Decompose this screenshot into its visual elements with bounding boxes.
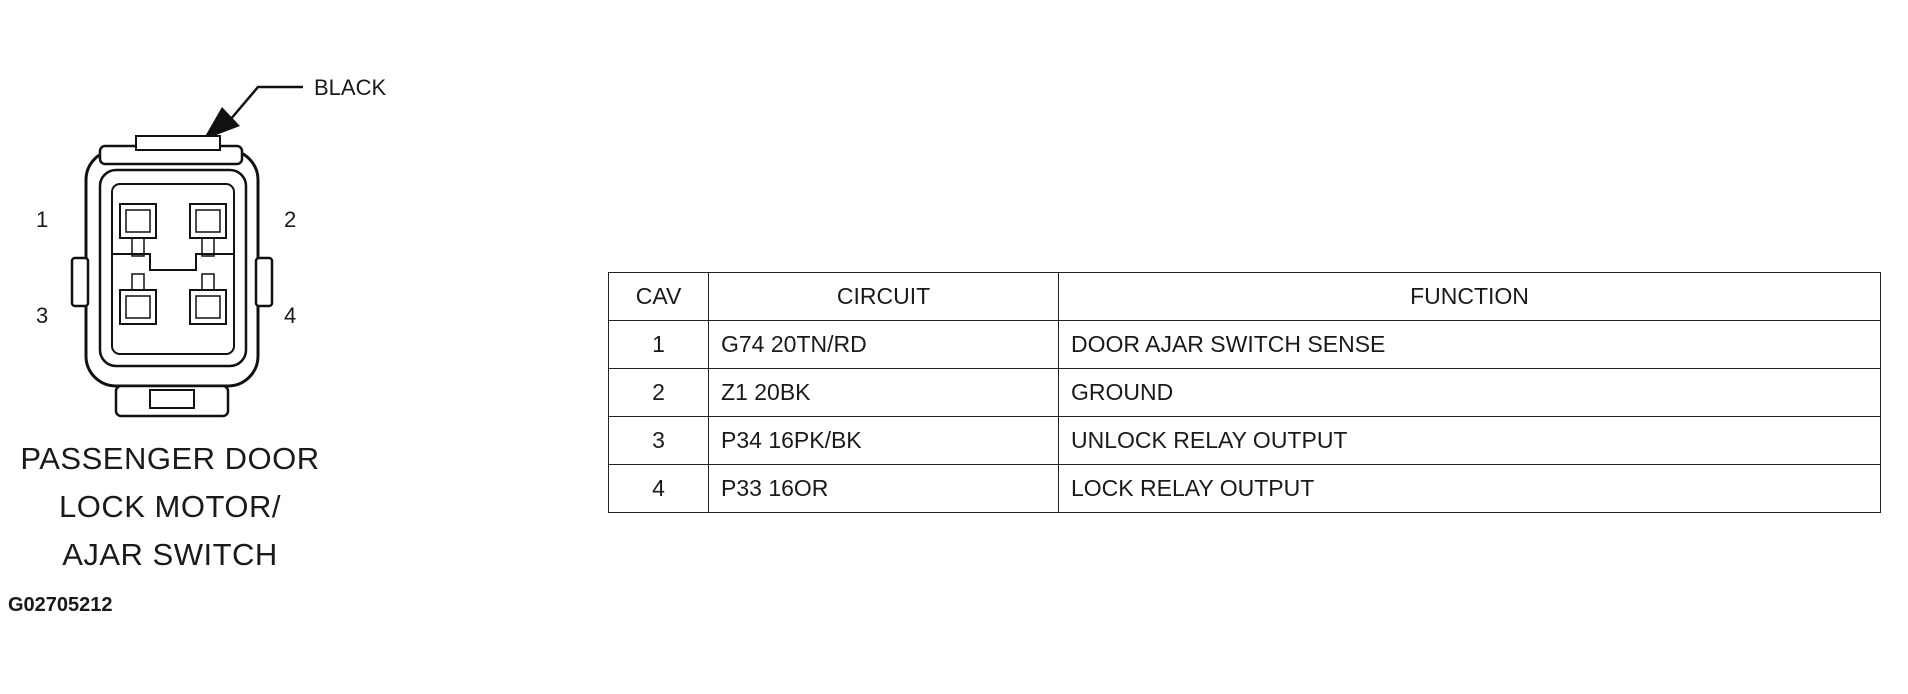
table-header-row: CAV CIRCUIT FUNCTION [608,272,1881,321]
connector-figure: BLACK [0,0,480,689]
connector-latch-tab [135,135,221,151]
connector-bottom-lock-window [149,389,195,409]
table-row: 3 P34 16PK/BK UNLOCK RELAY OUTPUT [608,416,1881,465]
pin-label-2: 2 [284,207,296,232]
table-row: 1 G74 20TN/RD DOOR AJAR SWITCH SENSE [608,320,1881,369]
cell-circuit: P34 16PK/BK [708,416,1059,465]
terminal-cavity-1 [119,203,157,257]
connector-caption-line-1: PASSENGER DOOR [20,441,320,476]
connector-right-tab [254,256,274,308]
cell-circuit: Z1 20BK [708,368,1059,417]
cell-function: LOCK RELAY OUTPUT [1058,464,1881,513]
cell-function: DOOR AJAR SWITCH SENSE [1058,320,1881,369]
header-circuit: CIRCUIT [708,272,1059,321]
cell-function: GROUND [1058,368,1881,417]
cell-cav: 3 [608,416,709,465]
cell-cav: 2 [608,368,709,417]
connector-inner-face [98,168,248,368]
cell-circuit: P33 16OR [708,464,1059,513]
cell-circuit: G74 20TN/RD [708,320,1059,369]
cell-cav: 1 [608,320,709,369]
connector-drawing: BLACK [36,75,386,418]
connector-caption-line-3: AJAR SWITCH [62,537,278,572]
cell-cav: 4 [608,464,709,513]
table-header: CAV CIRCUIT FUNCTION [608,272,1881,321]
table-row: 4 P33 16OR LOCK RELAY OUTPUT [608,464,1881,513]
color-label: BLACK [314,75,386,100]
cell-function: UNLOCK RELAY OUTPUT [1058,416,1881,465]
figure-id: G02705212 [8,594,113,616]
pin-label-1: 1 [36,207,48,232]
cavity-table: CAV CIRCUIT FUNCTION 1 G74 20TN/RD DOOR … [608,272,1881,513]
color-leader-arrowhead [203,107,240,140]
connector-cavity-frame [111,183,235,355]
table-row: 2 Z1 20BK GROUND [608,368,1881,417]
terminal-cavity-4 [189,273,227,325]
pin-label-3: 3 [36,303,48,328]
connector-caption-line-2: LOCK MOTOR/ [59,489,281,524]
terminal-cavity-3 [119,273,157,325]
connector-left-tab [70,256,90,308]
header-function: FUNCTION [1058,272,1881,321]
color-leader-line [229,85,303,121]
terminal-cavity-2 [189,203,227,257]
connector-bottom-lock [114,384,230,418]
connector-keying-rib [112,253,234,271]
header-cav: CAV [608,272,709,321]
table-body: 1 G74 20TN/RD DOOR AJAR SWITCH SENSE 2 Z… [608,320,1881,513]
pin-label-4: 4 [284,303,296,328]
